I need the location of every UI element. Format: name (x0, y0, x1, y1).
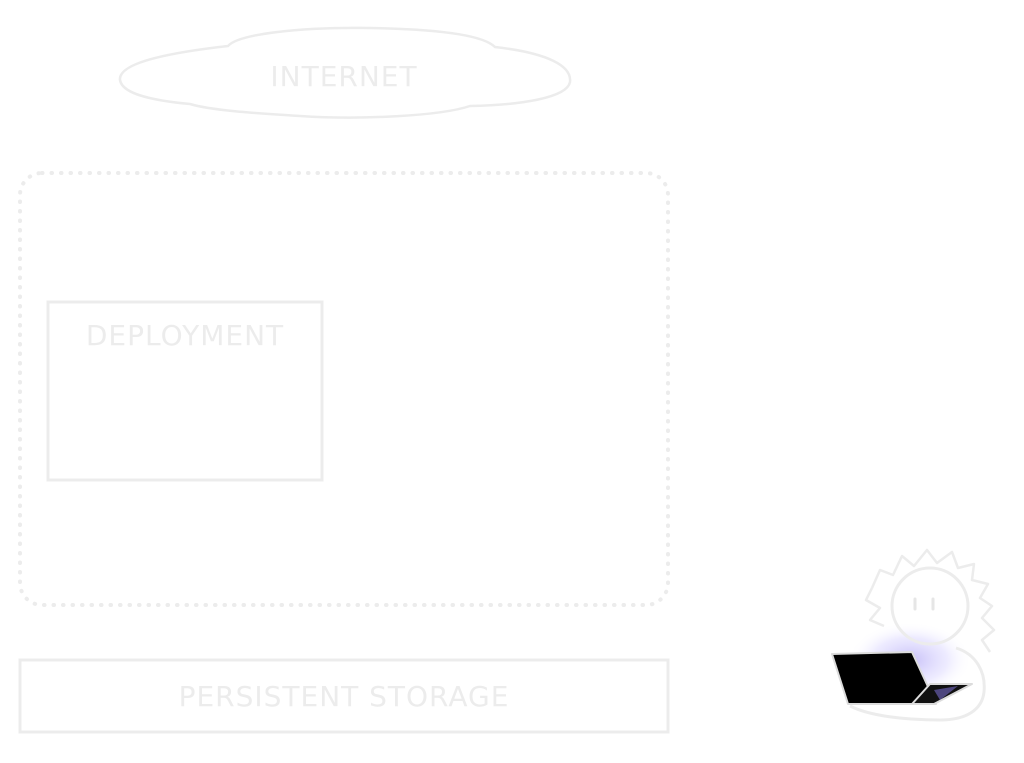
deployment-box (46, 300, 324, 482)
persistent-storage-box (18, 658, 670, 734)
user-with-laptop-icon (831, 548, 996, 722)
cluster-boundary (18, 171, 670, 607)
deployment-label: DEPLOYMENT (85, 319, 285, 352)
internet-label: INTERNET (270, 60, 418, 93)
internet-cloud (118, 26, 572, 119)
persistent-storage-label: PERSISTENT STORAGE (178, 680, 510, 713)
